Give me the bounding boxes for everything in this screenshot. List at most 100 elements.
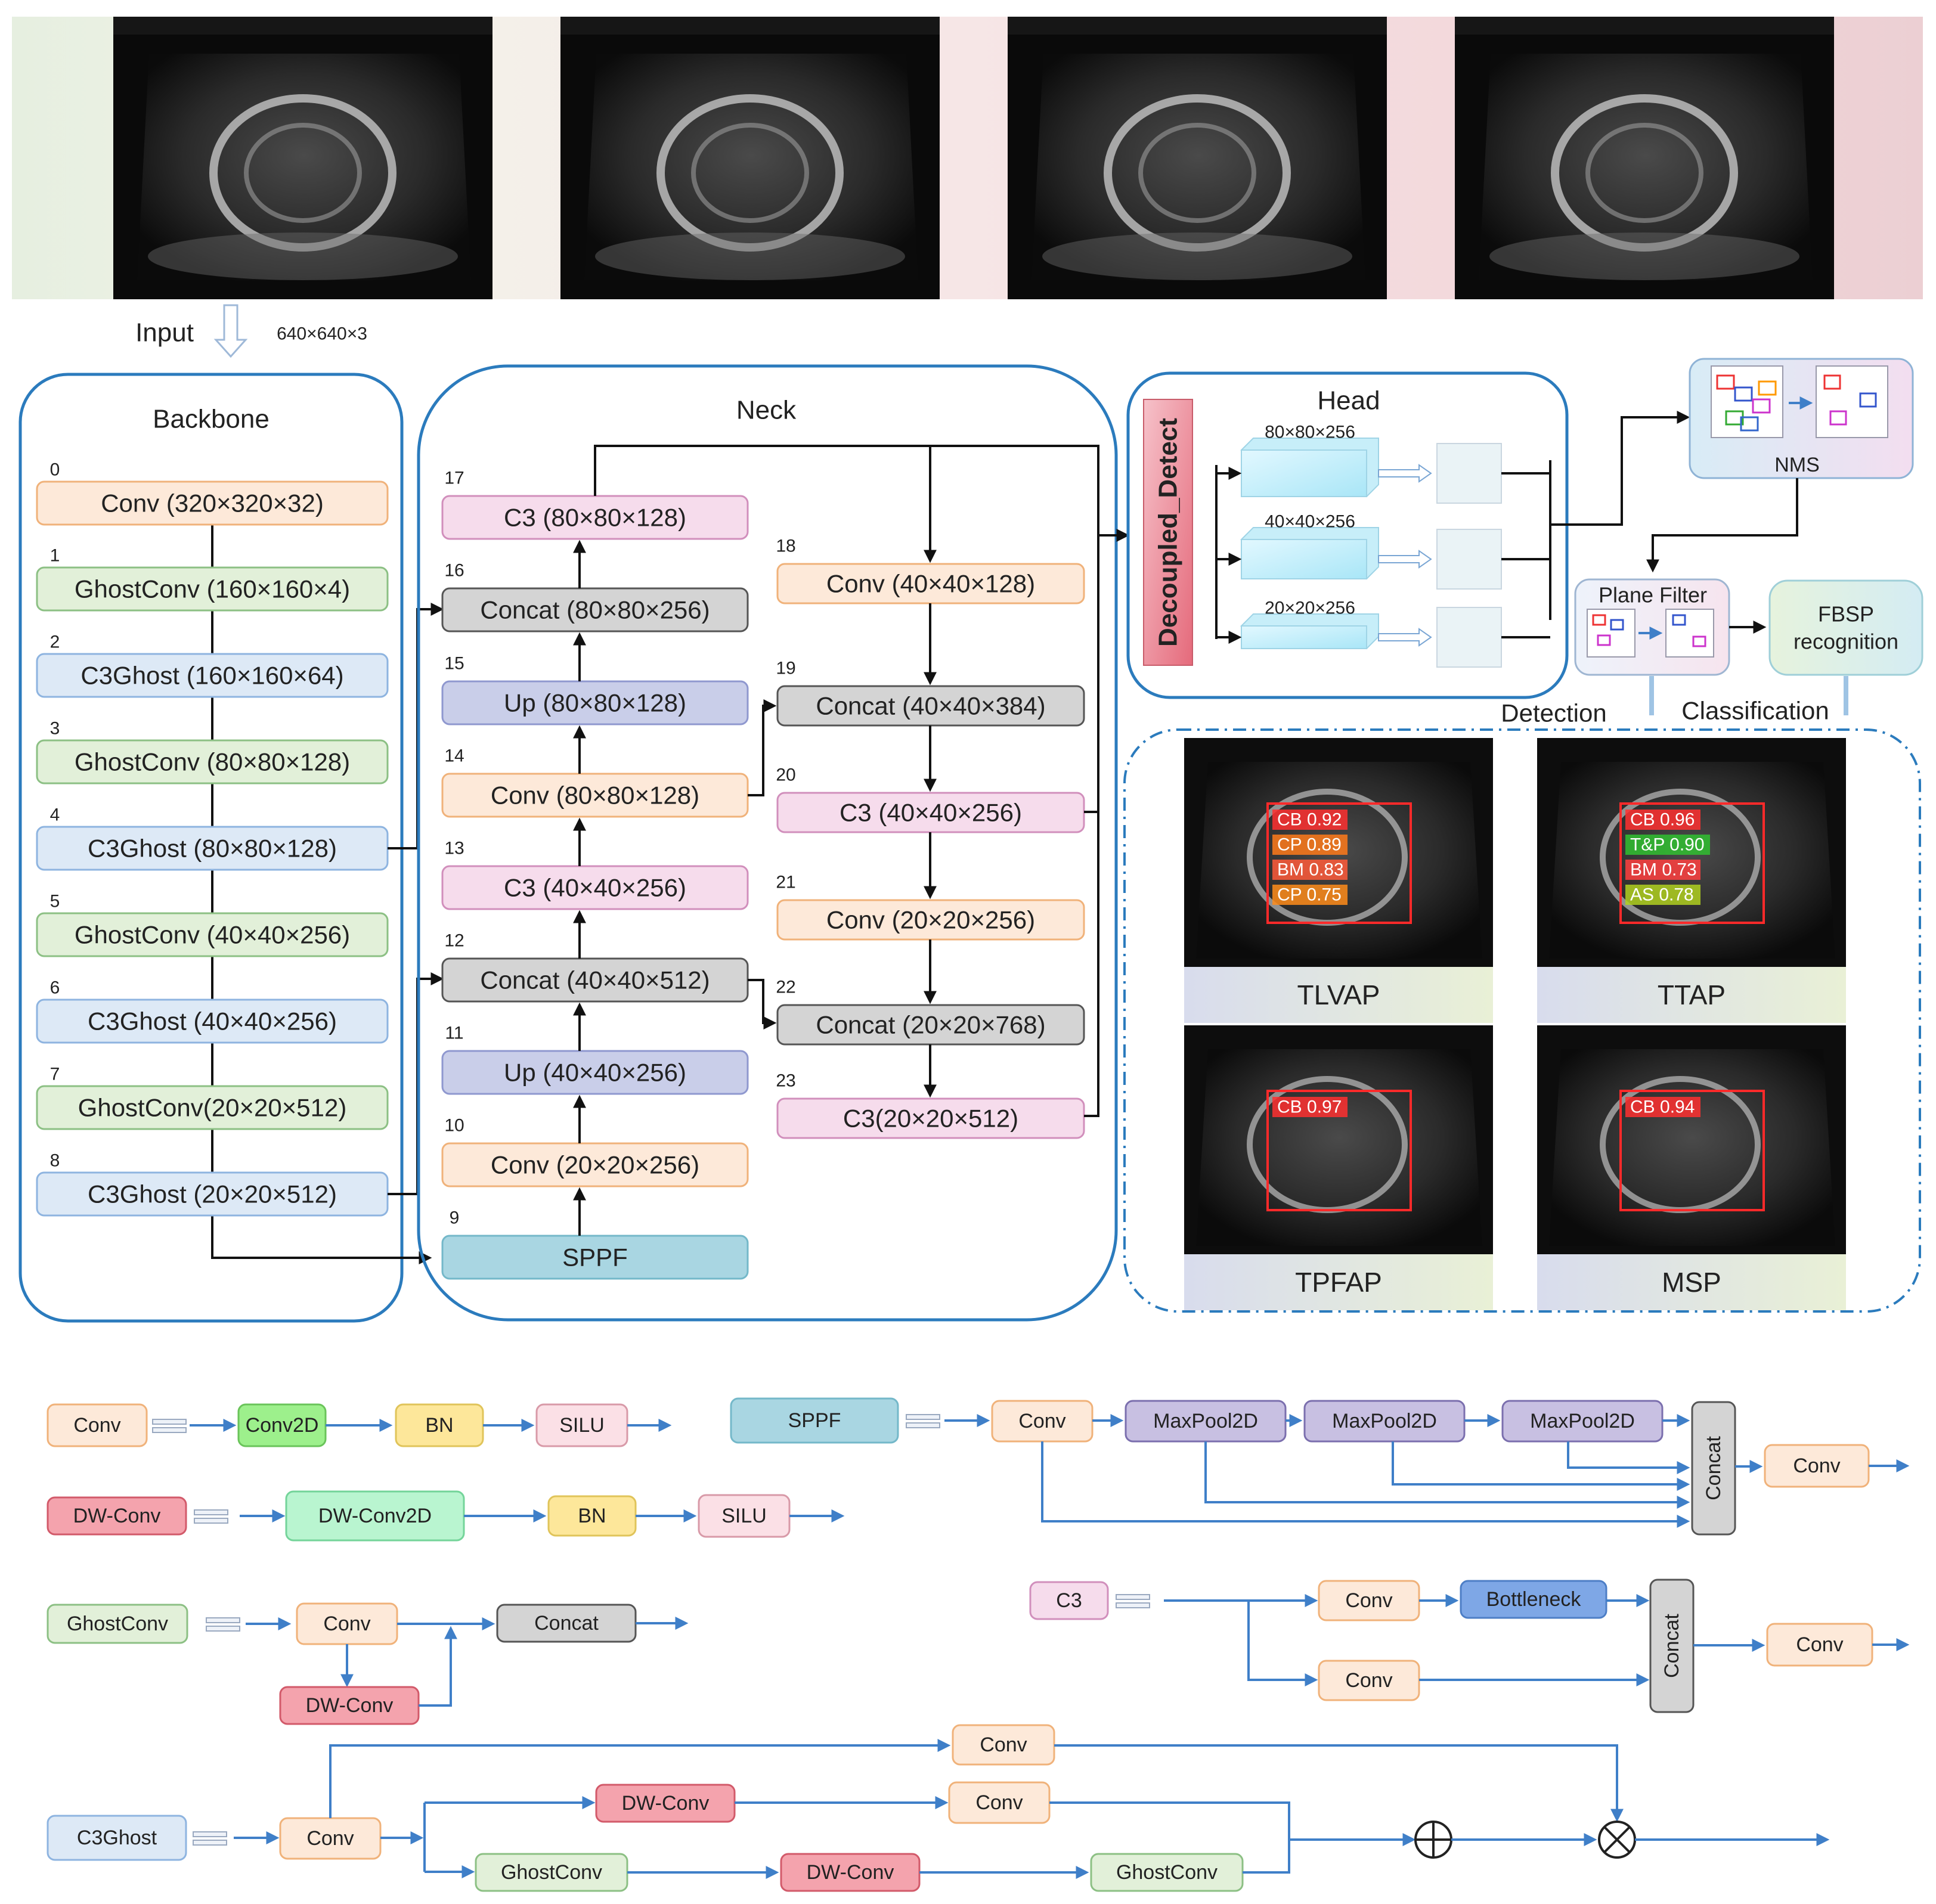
backbone-layer-5 [36,912,389,957]
fbsp-label-line1: FBSP [1818,602,1874,627]
neck-layer-18-index: 18 [776,537,795,556]
legend-c3ghost-conv-in-label: Conv [306,1827,354,1850]
bbox-primary [1619,1090,1765,1211]
legend-c3ghost-ghost-1-label: GhostConv [501,1861,602,1884]
neck-layer-14-label: Conv (80×80×128) [491,782,699,810]
legend-ghostconv-conv-label: Conv [323,1612,370,1635]
backbone-layer-6-label: C3Ghost (40×40×256) [88,1007,337,1035]
legend-sppf-equals [906,1414,940,1428]
skip-14-to-19 [748,699,777,796]
input-size: 640×640×3 [277,324,367,344]
backbone-layer-6 [36,998,389,1044]
neck-layer-15-label: Up (80×80×128) [504,689,686,717]
bbox-primary [1619,802,1765,924]
backbone-layer-1 [36,566,389,612]
backbone-spine [211,525,432,1264]
legend-sppf-b1 [1204,1441,1690,1509]
legend-dwconv-title-label: DW-Conv [73,1505,161,1527]
skip-8-to-12 [388,972,444,1195]
detection-label-1: CB 0.97 [1277,1097,1342,1117]
neck-layer-12-index: 12 [444,931,464,951]
add-icon [1414,1821,1452,1859]
neck-layer-16-index: 16 [444,561,464,581]
backbone-layer-7-index: 7 [50,1065,60,1084]
backbone-layer-5-index: 5 [50,892,60,911]
detection-label-3: BM 0.83 [1277,860,1344,880]
legend-c3-out-conv-label: Conv [1796,1633,1843,1656]
neck-layer-20-label: C3 (40×40×256) [840,799,1022,827]
backbone-layer-0 [36,480,389,526]
neck-layer-9 [441,1235,749,1280]
neck-frame [417,364,1118,1322]
backbone-layer-1-label: GhostConv (160×160×4) [75,575,350,603]
neck-layer-9-label: SPPF [562,1244,628,1272]
detection-label-1: CB 0.94 [1630,1097,1695,1117]
hollow-arrow-1 [1378,464,1432,483]
neck-layer-13 [441,865,749,910]
decoupled-detect-block [1143,399,1193,666]
neck-layer-16-label: Concat (80×80×256) [480,596,710,624]
neck-title: Neck [736,396,797,425]
legend-c3-conv-2-label: Conv [1345,1669,1392,1692]
legend-sppf-maxpool-3-label: MaxPool2D [1530,1410,1635,1432]
legend-c3-bottleneck-label: Bottleneck [1486,1588,1582,1611]
head-frame [1126,371,1569,699]
backbone-layer-3-index: 3 [50,719,60,739]
backbone-layer-2-index: 2 [50,632,60,652]
results-frame [1123,728,1921,1313]
multiply-icon [1598,1821,1636,1859]
feature-map-2-size: 40×40×256 [1265,512,1355,532]
ultrasound-image-4 [1455,17,1834,299]
neck-layer-19-index: 19 [776,659,795,678]
hollow-arrow-3 [1378,628,1432,647]
backbone-layer-8-index: 8 [50,1151,60,1171]
plane-filter-label: Plane Filter [1599,583,1707,607]
neck-layer-18-label: Conv (40×40×128) [826,570,1035,598]
bbox-primary [1266,802,1412,924]
feature-map-3-size: 20×20×256 [1265,599,1355,618]
legend-c3-a2 [1247,1601,1318,1686]
neck-layer-10-index: 10 [444,1116,464,1136]
backbone-layer-8-label: C3Ghost (20×20×512) [88,1180,337,1208]
legend-ghostconv-concat-label: Concat [534,1612,599,1635]
bbox-primary [1266,1090,1412,1211]
legend-sppf-b0 [1041,1441,1690,1528]
legend-c3-title-label: C3 [1056,1589,1082,1612]
legend-c3ghost-top [329,1739,951,1818]
nms-after-icon [1816,365,1888,438]
legend-c3-title [1029,1581,1109,1620]
fbsp-label-line2: recognition [1793,630,1898,654]
legend-sppf-out-conv-label: Conv [1793,1455,1840,1477]
legend-conv-equals [152,1419,187,1433]
neck-layer-10-label: Conv (20×20×256) [491,1151,699,1179]
neck-layer-23-label: C3(20×20×512) [843,1105,1018,1133]
legend-ghostconv-title [47,1604,188,1644]
neck-layer-11 [441,1050,749,1095]
neck-layer-10 [441,1142,749,1187]
input-arrow [213,304,248,358]
result-label-band [1184,967,1493,1023]
detection-label-2: CP 0.89 [1277,835,1342,855]
nms-label: NMS [1774,454,1820,476]
prediction-map-1 [1436,443,1502,504]
neck-17-to-18 [594,445,937,563]
neck-layer-23 [776,1097,1085,1139]
backbone-layer-5-label: GhostConv (40×40×256) [75,921,350,949]
neck-layer-12-label: Concat (40×40×512) [480,966,710,994]
result-label-ttap: TTAP [1658,979,1726,1010]
neck-layer-16 [441,587,749,632]
detection-label-3: BM 0.73 [1630,860,1697,880]
detection-label-4: CP 0.75 [1277,885,1342,905]
detection-label-1: CB 0.96 [1630,810,1695,830]
legend-sppf-conv-label: Conv [1018,1410,1065,1432]
to-nms [1550,411,1690,526]
result-label-band [1537,967,1846,1023]
fbsp-recognition-block [1768,579,1923,676]
backbone-title: Backbone [153,405,270,434]
legend-conv2d-label: Conv2D [246,1414,319,1437]
neck-layer-21-label: Conv (20×20×256) [826,906,1035,934]
plane-filter-before-icon [1587,609,1635,658]
